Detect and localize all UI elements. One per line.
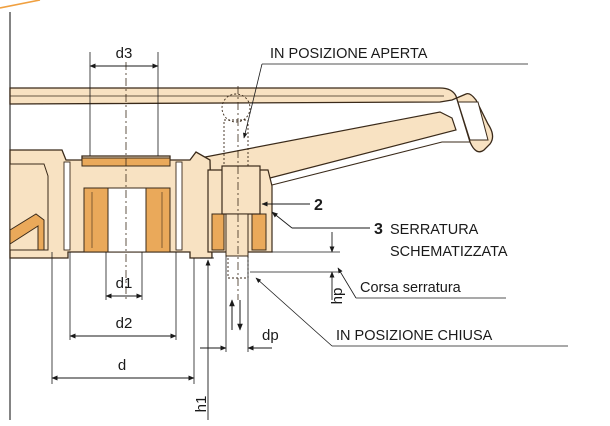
dim-d3: d3 [116, 45, 133, 62]
lock-pin-body [225, 213, 249, 257]
label-serratura: SERRATURA [390, 222, 479, 238]
bore [107, 187, 147, 253]
bushing-right [145, 187, 171, 253]
label-in-posizione-chiusa: IN POSIZIONE CHIUSA [336, 328, 493, 344]
bushing-left [83, 187, 109, 253]
corner-accent [0, 0, 41, 9]
dim-hp: hp [329, 288, 346, 305]
rim-hook-slot [457, 101, 489, 141]
label-schematizzata: SCHEMATIZZATA [390, 244, 508, 260]
lock-knob-open [221, 93, 251, 123]
lock-pin-open [223, 119, 249, 167]
leader-3-diag [271, 211, 293, 229]
label-corsa-serratura: Corsa serratura [360, 280, 462, 296]
label-in-posizione-aperta: IN POSIZIONE APERTA [270, 46, 428, 62]
spoke-lower-line [267, 141, 470, 187]
dim-d2: d2 [116, 315, 133, 332]
dim-h1: h1 [193, 396, 210, 413]
leader-corsa-diag [337, 267, 357, 299]
dim-d1: d1 [116, 275, 133, 292]
callout-3: 3 [374, 221, 383, 238]
wheel-rim-upper [9, 87, 494, 153]
lock-pin-closed [221, 165, 261, 215]
dim-d: d [118, 357, 126, 374]
slot-right-a [175, 161, 183, 251]
leader-aperta-diag [243, 63, 263, 139]
left-orange-wedge [9, 213, 45, 251]
lock-orange-ring [211, 213, 267, 251]
callout-2: 2 [314, 197, 323, 214]
leader-chiusa-diag [255, 277, 333, 347]
slot-left-a [63, 161, 71, 251]
dim-dp: dp [262, 327, 279, 344]
